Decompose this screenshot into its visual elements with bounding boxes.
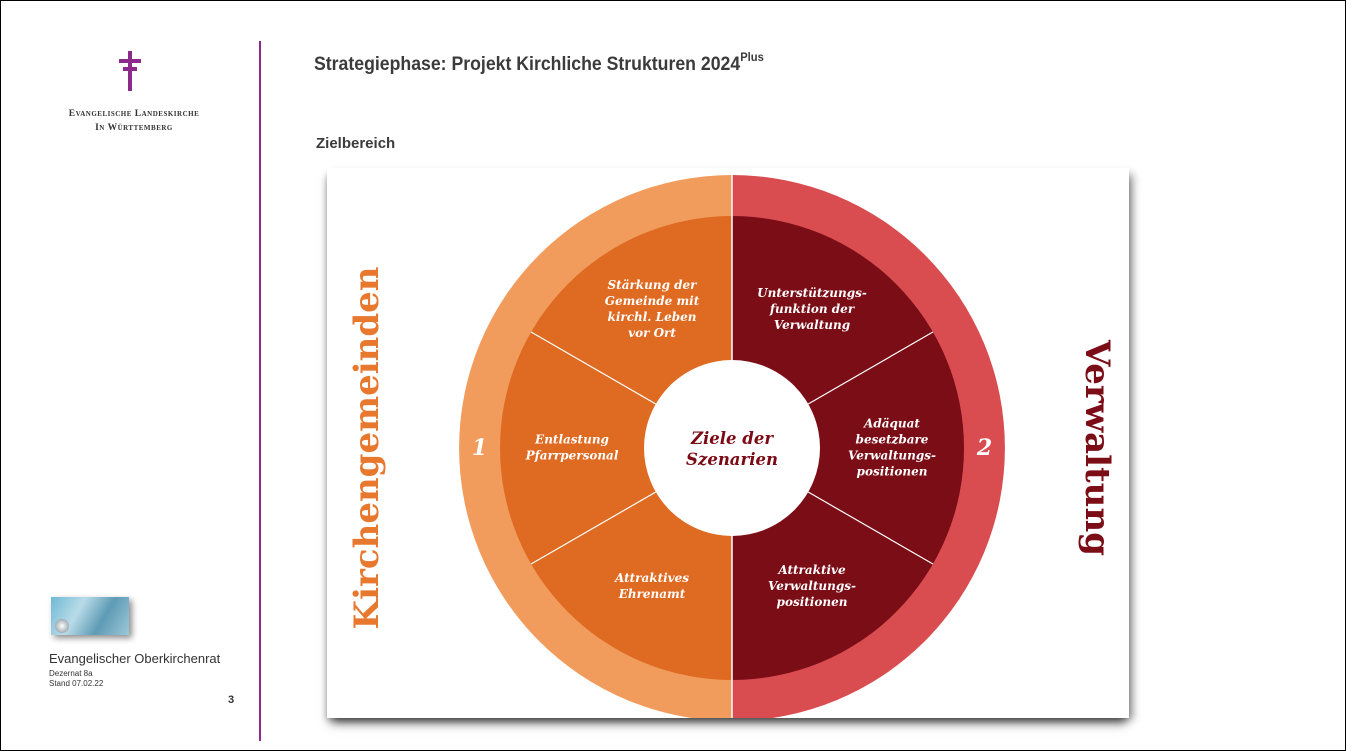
page-title: Strategiephase: Projekt Kirchliche Struk…: [314, 50, 764, 76]
footer-thumbnail-image: [51, 597, 129, 635]
church-name: Evangelische Landeskirche In Württemberg: [29, 107, 239, 135]
church-name-line2: In Württemberg: [95, 123, 173, 133]
page-title-superscript: Plus: [740, 50, 764, 64]
segment-divider-3: [530, 491, 657, 565]
cross-logo-icon: [119, 51, 141, 91]
footer-date: Stand 07.02.22: [49, 679, 104, 688]
left-inner-half: [500, 216, 732, 680]
footer-department: Dezernat 8a: [49, 669, 93, 678]
church-name-line1: Evangelische Landeskirche: [68, 109, 200, 119]
footer-org: Evangelischer Oberkirchenrat: [49, 651, 221, 666]
left-ring-number: 1: [472, 435, 487, 461]
seal-icon: [55, 619, 69, 633]
segment-divider-1: [807, 331, 934, 405]
right-ring-number: 2: [976, 435, 992, 461]
page-number: 3: [228, 694, 235, 706]
left-side-label: Kirchengemeinden: [347, 267, 387, 630]
center-circle: [644, 360, 820, 536]
divider-line: [259, 41, 261, 741]
right-inner-half: [732, 216, 964, 680]
page-title-text: Strategiephase: Projekt Kirchliche Struk…: [314, 54, 741, 75]
segment-divider-4: [530, 331, 657, 405]
section-title: Zielbereich: [316, 135, 396, 152]
right-side-label: Verwaltung: [1077, 339, 1117, 556]
segment-divider-2: [807, 491, 934, 565]
